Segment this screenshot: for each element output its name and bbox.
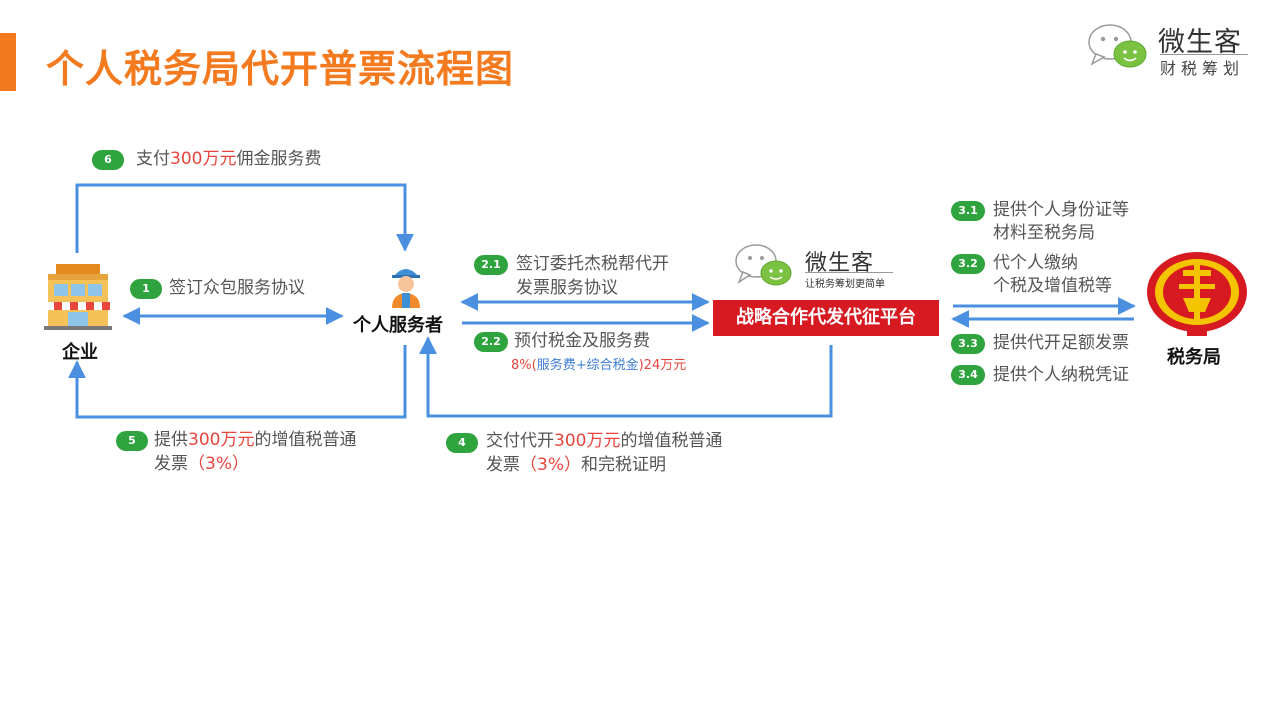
step-2-2-badge: 2.2: [474, 332, 508, 352]
tax-bureau-emblem-icon: [1147, 252, 1247, 336]
step-2-2-label: 预付税金及服务费: [514, 331, 650, 351]
arrow-step-4: [419, 336, 833, 418]
step-3-4-badge: 3.4: [951, 365, 985, 385]
platform-brand-divider: [805, 272, 893, 273]
provider-label: 个人服务者: [353, 315, 443, 336]
step-5-label-line1: 提供300万元的增值税普通: [154, 430, 357, 450]
arrow-step-6: [75, 183, 414, 253]
platform-brand-name: 微生客: [805, 251, 875, 276]
platform-brand-slogan: 让税务筹划更简单: [805, 279, 885, 290]
step-2-1-label-line2: 发票服务协议: [516, 278, 618, 298]
step-4-badge: 4: [446, 433, 478, 453]
title-accent-bar: [0, 33, 16, 91]
step-3-2-badge: 3.2: [951, 254, 985, 274]
step-3-2-label-line1: 代个人缴纳: [993, 253, 1078, 273]
step-4-label-line1: 交付代开300万元的增值税普通: [486, 431, 723, 451]
platform-box: 战略合作代发代征平台: [713, 300, 939, 336]
step-1-badge: 1: [130, 279, 162, 299]
tax-bureau-label: 税务局: [1167, 347, 1221, 368]
step-5-badge: 5: [116, 431, 148, 451]
step-3-2-label-line2: 个税及增值税等: [993, 276, 1112, 296]
step-1-label: 签订众包服务协议: [169, 278, 305, 298]
enterprise-label: 企业: [62, 342, 98, 363]
worker-icon: [392, 269, 420, 308]
enterprise-building-icon: [44, 264, 112, 330]
step-5-label-line2: 发票（3%）: [154, 454, 249, 474]
platform-wechat-logo-icon: [735, 244, 792, 286]
brand-subtitle: 财税筹划: [1160, 59, 1245, 78]
step-2-2-note: 8%(服务费+综合税金)24万元: [511, 358, 687, 373]
step-6-badge: 6: [92, 150, 124, 170]
step-3-1-label-line1: 提供个人身份证等: [993, 200, 1129, 220]
step-3-3-badge: 3.3: [951, 334, 985, 354]
step-4-label-line2: 发票（3%）和完税证明: [486, 455, 666, 475]
step-3-3-label: 提供代开足额发票: [993, 333, 1129, 353]
step-6-label: 支付300万元佣金服务费: [136, 149, 322, 169]
arrow-step-5: [68, 345, 407, 419]
brand-name: 微生客: [1158, 27, 1242, 58]
step-3-1-label-line2: 材料至税务局: [993, 223, 1095, 243]
brand-divider: [1160, 54, 1248, 55]
step-2-1-label-line1: 签订委托杰税帮代开: [516, 254, 669, 274]
page-title: 个人税务局代开普票流程图: [46, 47, 515, 91]
step-3-1-badge: 3.1: [951, 201, 985, 221]
wechat-logo-icon: [1088, 24, 1147, 68]
step-2-1-badge: 2.1: [474, 255, 508, 275]
step-3-4-label: 提供个人纳税凭证: [993, 365, 1129, 385]
